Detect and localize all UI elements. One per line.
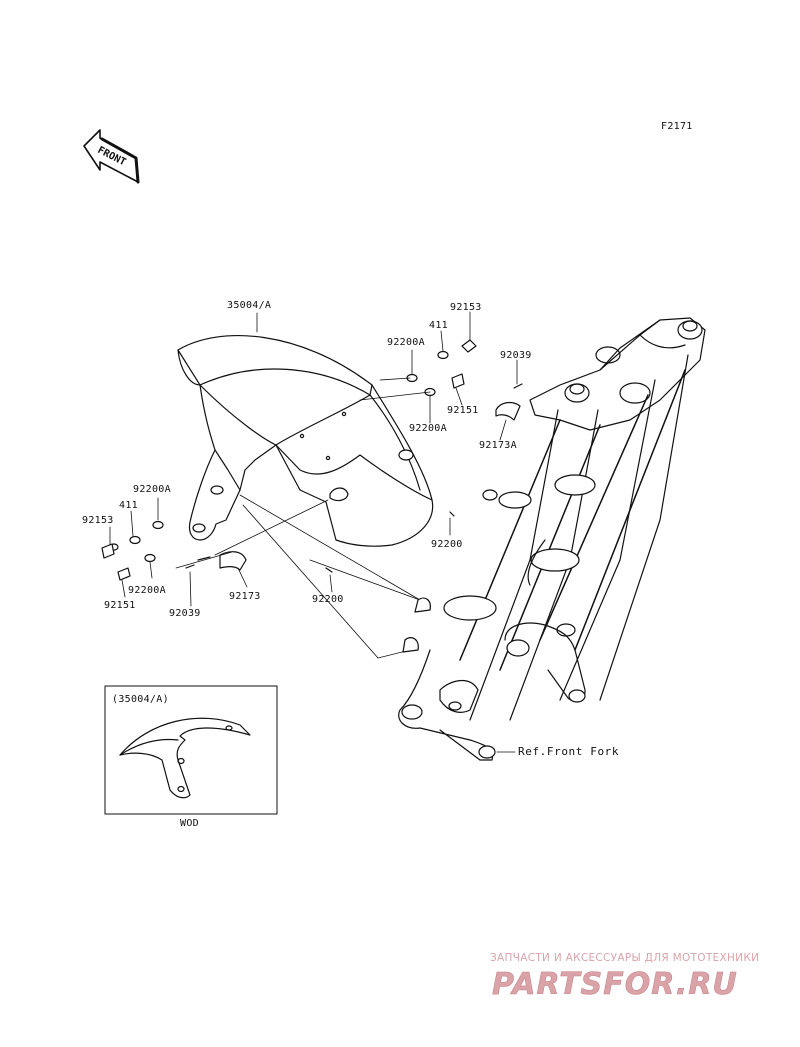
label-92039-left: 92039: [169, 608, 201, 619]
label-92200a-right-bottom: 92200A: [409, 423, 447, 434]
watermark-tagline: ЗАПЧАСТИ И АКСЕССУАРЫ ДЛЯ МОТОТЕХНИКИ: [490, 952, 760, 964]
label-92151-right: 92151: [447, 405, 479, 416]
inset-caption: WOD: [180, 818, 199, 829]
leader-lines: [109, 311, 518, 753]
label-92173a: 92173A: [479, 440, 517, 451]
front-fork-reference: Ref.Front Fork: [518, 745, 620, 758]
left-hardware: [101, 520, 247, 581]
label-92200a-left-top: 92200A: [133, 484, 171, 495]
label-35004a: 35004/A: [227, 300, 272, 311]
label-92153-right: 92153: [450, 302, 482, 313]
label-92200-right: 92200: [431, 539, 463, 550]
label-411-right: 411: [429, 320, 448, 331]
front-fender: [177, 335, 434, 547]
label-92200-left: 92200: [312, 594, 344, 605]
diagram-code: F2171: [661, 121, 693, 132]
label-92173: 92173: [229, 591, 261, 602]
label-92200a-left-bottom: 92200A: [128, 585, 166, 596]
front-direction-arrow: FRONT: [83, 129, 140, 184]
label-92039-right: 92039: [500, 350, 532, 361]
right-hardware: [325, 339, 523, 573]
label-92153-left: 92153: [82, 515, 114, 526]
front-fork: [398, 317, 706, 761]
label-92200a-right-top: 92200A: [387, 337, 425, 348]
inset-box: [104, 685, 278, 815]
watermark-logo: PARTSFOR.RU: [492, 967, 738, 1003]
watermark-brand: PARTSFOR.RU: [492, 967, 738, 1002]
label-411-left: 411: [119, 500, 138, 511]
label-92151-left: 92151: [104, 600, 136, 611]
inset-label: (35004/A): [112, 694, 169, 705]
